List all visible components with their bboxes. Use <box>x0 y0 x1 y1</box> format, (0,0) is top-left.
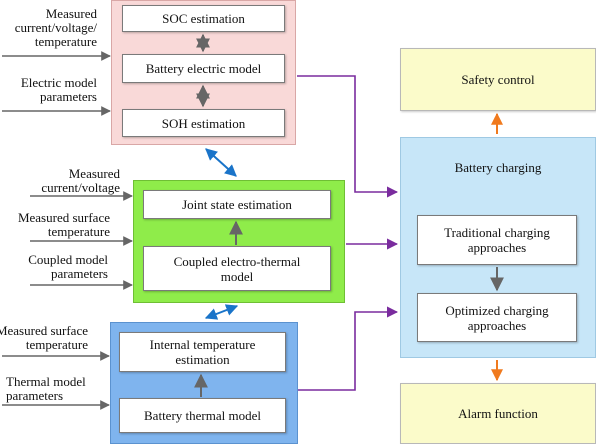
input-label-coupled-params-line2: parameters <box>50 266 108 281</box>
input-label-measured-ctv-line3: temperature <box>34 34 97 49</box>
input-label-thermal-params-line2: parameters <box>6 388 64 403</box>
arrow-coupled-thermal <box>204 304 239 320</box>
input-label-measured-surface-1-line2: temperature <box>47 224 110 239</box>
arrow-electric-to-charging <box>297 75 399 198</box>
battery-thermal-model-label: Battery thermal model <box>144 408 261 423</box>
input-label-thermal-params-line1: Thermal model <box>6 374 86 389</box>
battery-thermal-model-box: Battery thermal model <box>119 398 286 433</box>
input-label-measured-surface-2: Measured surface temperature <box>0 324 88 352</box>
input-label-measured-surface-2-line2: temperature <box>25 337 88 352</box>
coupled-electro-thermal-model-box: Coupled electro-thermal model <box>143 246 331 291</box>
soc-estimation-label: SOC estimation <box>162 11 245 26</box>
optimized-charging-box: Optimized charging approaches <box>417 293 577 342</box>
input-label-coupled-params: Coupled model parameters <box>28 253 108 281</box>
optimized-charging-line1: Optimized charging <box>445 302 549 318</box>
input-label-measured-ctv-line1: Measured <box>45 6 97 21</box>
input-label-measured-cv-line2: current/voltage <box>41 180 120 195</box>
input-label-measured-surface-1-line1: Measured surface <box>17 210 110 225</box>
battery-charging-title: Battery charging <box>454 160 542 175</box>
input-label-measured-surface-2-line1: Measured surface <box>0 323 88 338</box>
input-label-measured-cv-line1: Measured <box>68 166 120 181</box>
internal-temp-label-line1: Internal temperature <box>149 337 256 352</box>
safety-control-box: Safety control <box>400 48 596 111</box>
coupled-model-label-line1: Coupled electro-thermal <box>173 253 301 269</box>
input-label-thermal-params: Thermal model parameters <box>6 375 86 403</box>
alarm-function-label: Alarm function <box>458 406 538 421</box>
internal-temp-label-line2: estimation <box>175 352 230 367</box>
input-label-electric-params-line2: parameters <box>39 89 97 104</box>
traditional-charging-line2: approaches <box>467 240 527 255</box>
joint-state-estimation-label: Joint state estimation <box>182 197 292 212</box>
input-label-measured-ctv: Measured current/voltage/ temperature <box>15 7 97 49</box>
input-label-measured-cv: Measured current/voltage <box>41 167 120 195</box>
soc-estimation-box: SOC estimation <box>122 5 285 32</box>
soh-estimation-box: SOH estimation <box>122 109 285 137</box>
input-label-measured-surface-1: Measured surface temperature <box>18 211 110 239</box>
joint-state-estimation-box: Joint state estimation <box>143 190 331 219</box>
coupled-model-label-line2: model <box>220 268 254 284</box>
arrow-thermal-to-charging <box>298 306 399 391</box>
traditional-charging-line1: Traditional charging <box>444 225 550 240</box>
safety-control-label: Safety control <box>461 72 535 87</box>
input-label-measured-ctv-line2: current/voltage/ <box>14 20 97 35</box>
battery-electric-model-box: Battery electric model <box>122 54 285 83</box>
arrow-electric-coupled <box>205 148 237 177</box>
battery-electric-model-label: Battery electric model <box>145 61 262 76</box>
input-label-coupled-params-line1: Coupled model <box>28 252 108 267</box>
optimized-charging-line2: approaches <box>467 317 527 333</box>
input-label-electric-params-line1: Electric model <box>20 75 97 90</box>
soh-estimation-label: SOH estimation <box>161 115 246 131</box>
traditional-charging-box: Traditional charging approaches <box>417 215 577 265</box>
input-label-electric-params: Electric model parameters <box>21 76 97 104</box>
internal-temperature-estimation-box: Internal temperature estimation <box>119 332 286 372</box>
